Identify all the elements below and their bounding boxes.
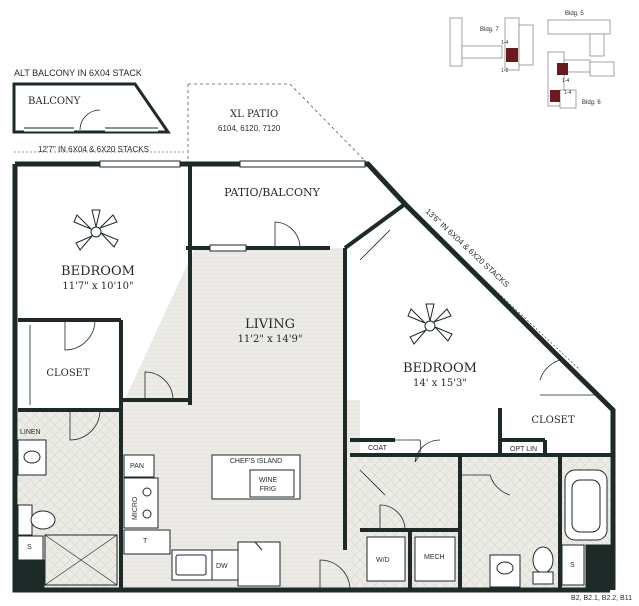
coat-label: COAT	[368, 445, 388, 452]
vanity2	[489, 554, 521, 588]
toilet2	[532, 546, 554, 574]
bldg7-label: Bldg. 7	[480, 27, 499, 33]
pan-label: PAN	[130, 463, 144, 470]
xl-patio-units: 6104, 6120, 7120	[218, 124, 281, 133]
key-highlight	[506, 48, 518, 62]
laundry	[366, 536, 456, 582]
living-dims: 11'2" x 14'9"	[238, 334, 303, 345]
bath2-column	[585, 544, 611, 591]
key-tag-b: 1-2	[501, 68, 508, 74]
xl-patio: XL PATIO 6104, 6120, 7120	[187, 83, 369, 165]
mech-label: MECH	[424, 554, 445, 561]
dim-13-6-label: 13'6" IN 6X04 & 6X20 STACKS	[424, 207, 511, 289]
dishwasher	[211, 549, 239, 581]
alt-balcony-inset: ALT BALCONY IN 6X04 STACK BALCONY	[12, 68, 171, 134]
key-plan	[449, 17, 615, 109]
key-tag-a: 1-4	[501, 40, 508, 46]
chefs-island-label: CHEF'S ISLAND	[230, 458, 282, 465]
closet2-label: CLOSET	[531, 415, 575, 426]
pantry	[123, 454, 155, 478]
key-tag-d: 1-4	[564, 90, 571, 96]
windows	[99, 160, 366, 252]
key-highlight	[550, 90, 560, 102]
bldg5-label: Bldg. 5	[565, 11, 584, 17]
wine-frig	[249, 469, 295, 498]
kitchen	[123, 454, 301, 587]
living-name: LIVING	[245, 317, 295, 332]
wine-frig-2: FRIG	[260, 486, 277, 493]
bath2-fixtures	[489, 469, 611, 591]
toilet-tank	[17, 504, 33, 536]
wd-label: W/D	[376, 557, 390, 564]
micro-oven	[123, 477, 159, 529]
vanity	[17, 439, 47, 476]
bath1-column	[17, 559, 45, 589]
bedroom2-dims: 14' x 15'3"	[413, 378, 467, 389]
shower-seat-s	[17, 535, 44, 562]
opt-lin-label: OPT LIN	[510, 446, 537, 453]
bedroom2-name: BEDROOM	[403, 361, 477, 376]
plan-codes: B2, B2.1, B2.2, B11	[571, 595, 632, 602]
mech	[414, 536, 456, 582]
micro-label: MICRO	[132, 496, 139, 520]
closet1-label: CLOSET	[46, 368, 90, 379]
door-swings	[64, 221, 561, 591]
fan-icon	[73, 209, 119, 251]
dim-12-7-label: 12'7" IN 6X04 & 6X20 STACKS	[38, 145, 149, 154]
s2-label: S	[570, 562, 575, 569]
t-cabinet	[123, 529, 171, 555]
xl-patio-label: XL PATIO	[230, 109, 278, 120]
bath1-fixtures	[17, 439, 118, 589]
t-label: T	[143, 538, 148, 545]
wine-frig-1: WINE	[259, 477, 278, 484]
key-tag-c: 1-4	[562, 78, 569, 84]
shower-seat-s2	[561, 544, 585, 586]
dim-12-7: 12'7" IN 6X04 & 6X20 STACKS	[14, 145, 185, 154]
dw-label: DW	[216, 563, 228, 570]
bedroom1-name: BEDROOM	[61, 264, 135, 279]
key-highlight	[557, 63, 568, 75]
fan-icon	[407, 303, 453, 345]
refrigerator	[237, 541, 281, 587]
bedroom1-dims: 11'7" x 10'10"	[62, 281, 133, 292]
shower	[44, 534, 118, 586]
kitchen-sink	[175, 554, 207, 576]
linen-label: LINEN	[20, 429, 41, 436]
washer-dryer	[366, 536, 406, 582]
tub	[564, 469, 608, 541]
bldg6-label: Bldg. 6	[582, 100, 601, 106]
alt-balcony-title: ALT BALCONY IN 6X04 STACK	[14, 68, 142, 78]
toilet-bowl	[30, 510, 56, 530]
patio-balcony-label: PATIO/BALCONY	[224, 186, 321, 199]
s1-label: S	[27, 544, 32, 551]
closet-shelves	[29, 325, 600, 405]
balcony-label: BALCONY	[28, 96, 81, 107]
